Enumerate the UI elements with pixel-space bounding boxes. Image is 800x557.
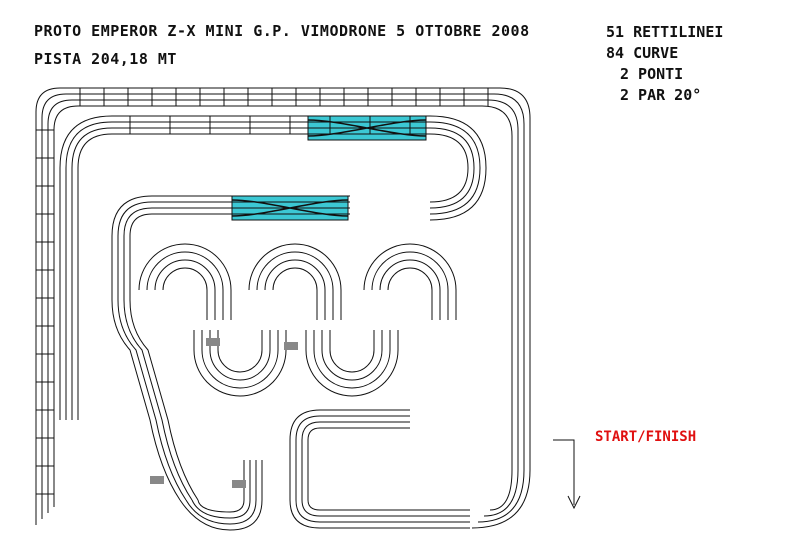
stat-curves: 84 CURVE bbox=[606, 44, 679, 62]
track-lane-line bbox=[201, 330, 279, 389]
track-lane-line bbox=[429, 121, 481, 215]
track-lane-line bbox=[138, 243, 232, 320]
bridge-marker bbox=[150, 476, 164, 484]
track-lane-line bbox=[59, 115, 113, 420]
track-lane-line bbox=[471, 87, 531, 529]
track-lane-line bbox=[123, 236, 193, 501]
track-lane-line bbox=[371, 251, 449, 320]
track-lane-line bbox=[289, 409, 410, 441]
track-lane-line bbox=[154, 259, 216, 320]
track-lane-line bbox=[429, 115, 487, 221]
track-lane-line bbox=[146, 251, 224, 320]
track-lane-line bbox=[321, 330, 383, 381]
track-lane-line bbox=[185, 460, 257, 525]
track-length: PISTA 204,18 MT bbox=[34, 50, 177, 68]
start-arrow-line bbox=[553, 439, 575, 505]
track-lane-line bbox=[429, 127, 475, 209]
track-lane-line bbox=[35, 87, 500, 525]
track-lane-line bbox=[53, 105, 482, 507]
track-lane-line bbox=[191, 460, 251, 519]
start-arrow-head bbox=[567, 495, 581, 510]
track-lane-line bbox=[429, 133, 469, 203]
track-lane-line bbox=[387, 267, 433, 320]
track-layout bbox=[35, 87, 531, 531]
track-lane-line bbox=[77, 133, 113, 420]
track-lane-line bbox=[305, 330, 399, 397]
track-lane-line bbox=[71, 127, 113, 420]
track-lane-line bbox=[179, 460, 263, 531]
track-lane-line bbox=[481, 105, 513, 511]
track-lane-line bbox=[162, 267, 208, 320]
bridge-marker bbox=[232, 480, 246, 488]
track-lane-line bbox=[248, 243, 342, 320]
track-lane-line bbox=[117, 236, 187, 501]
track-lane-line bbox=[379, 259, 441, 320]
stat-straights: 51 RETTILINEI bbox=[606, 23, 724, 41]
track-lane-line bbox=[329, 330, 375, 373]
track-lane-line bbox=[129, 236, 199, 501]
track-lane-line bbox=[47, 99, 488, 513]
track-lane-line bbox=[272, 267, 318, 320]
track-lane-line bbox=[264, 259, 326, 320]
track-lane-line bbox=[295, 415, 410, 441]
track-lane-line bbox=[65, 121, 113, 420]
track-lane-line bbox=[123, 207, 153, 237]
track-lane-line bbox=[217, 330, 263, 373]
bridge-marker bbox=[206, 338, 220, 346]
track-lane-line bbox=[289, 440, 470, 529]
bridge-marker bbox=[284, 342, 298, 350]
track-title: PROTO EMPEROR Z-X MINI G.P. VIMODRONE 5 … bbox=[34, 22, 530, 40]
track-lane-line bbox=[117, 201, 153, 237]
track-lane-line bbox=[129, 213, 153, 237]
track-lane-line bbox=[111, 236, 181, 501]
track-lane-line bbox=[209, 330, 271, 381]
track-lane-line bbox=[41, 93, 494, 519]
track-lane-line bbox=[111, 195, 153, 237]
track-lane-line bbox=[295, 440, 470, 523]
track-lane-line bbox=[307, 427, 410, 441]
track-lane-line bbox=[477, 93, 525, 523]
track-lane-line bbox=[301, 440, 470, 517]
track-lane-line bbox=[301, 421, 410, 441]
track-lane-line bbox=[256, 251, 334, 320]
track-lane-line bbox=[197, 460, 245, 513]
track-stats: 51 RETTILINEI 84 CURVE 2 PONTI 2 PAR 20° bbox=[606, 22, 723, 106]
track-lane-line bbox=[483, 99, 519, 517]
stat-bridges: 2 PONTI bbox=[620, 65, 684, 83]
track-lane-line bbox=[363, 243, 457, 320]
track-lane-line bbox=[193, 330, 287, 397]
track-lane-line bbox=[313, 330, 391, 389]
start-finish-label: START/FINISH bbox=[595, 429, 697, 445]
stat-pars: 2 PAR 20° bbox=[620, 86, 702, 104]
track-lane-line bbox=[307, 440, 470, 511]
